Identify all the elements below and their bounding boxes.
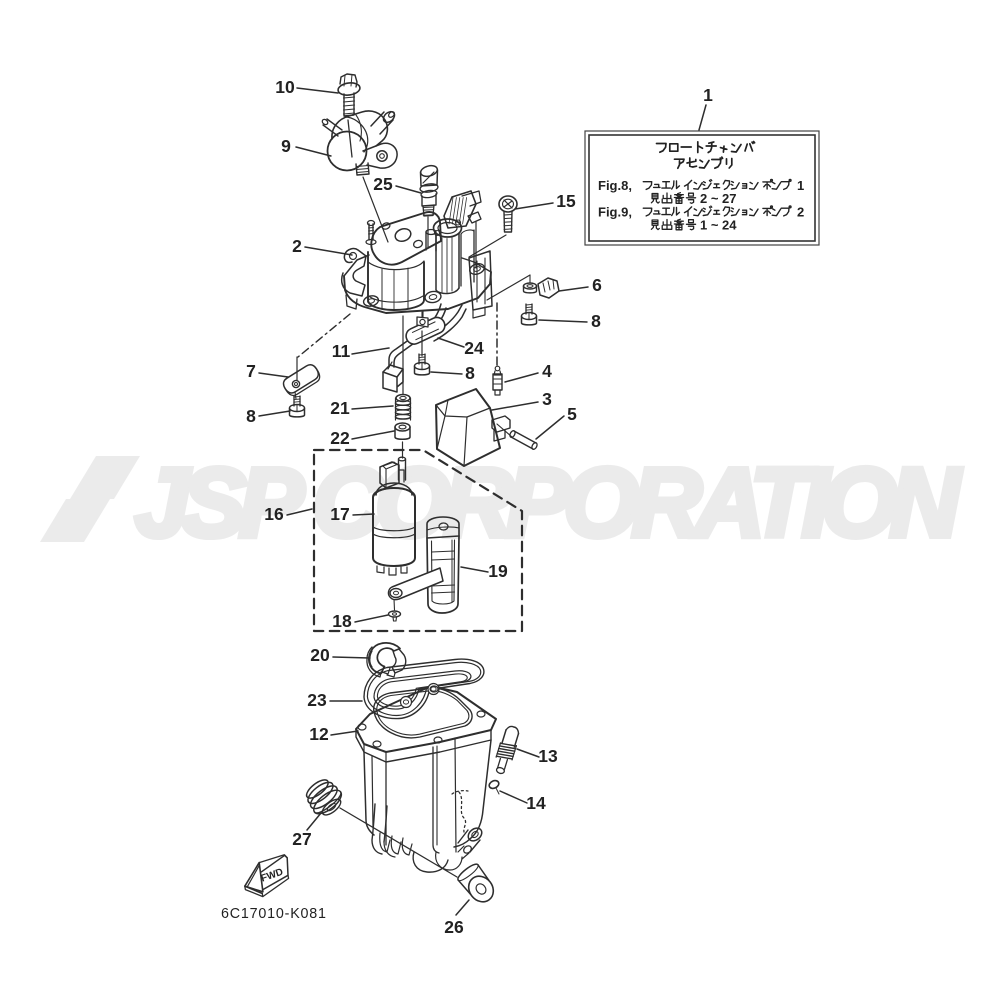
svg-text:8: 8 bbox=[591, 311, 601, 331]
svg-text:2: 2 bbox=[292, 236, 302, 256]
svg-text:26: 26 bbox=[444, 917, 464, 937]
svg-text:21: 21 bbox=[330, 398, 350, 418]
svg-text:Fig.8,: Fig.8, bbox=[598, 178, 632, 193]
svg-text:FWD: FWD bbox=[260, 867, 285, 885]
svg-text:2: 2 bbox=[797, 205, 804, 220]
svg-text:6: 6 bbox=[592, 275, 602, 295]
svg-text:8: 8 bbox=[465, 363, 475, 383]
svg-text:24: 24 bbox=[464, 338, 484, 358]
svg-text:18: 18 bbox=[332, 611, 352, 631]
svg-text:13: 13 bbox=[538, 746, 558, 766]
svg-text:8: 8 bbox=[246, 406, 256, 426]
svg-text:12: 12 bbox=[309, 724, 329, 744]
svg-text:1 ~ 24: 1 ~ 24 bbox=[700, 218, 737, 233]
svg-text:16: 16 bbox=[264, 504, 284, 524]
svg-text:1: 1 bbox=[703, 85, 713, 105]
svg-text:20: 20 bbox=[310, 645, 330, 665]
svg-text:11: 11 bbox=[332, 341, 351, 361]
svg-text:25: 25 bbox=[373, 174, 393, 194]
svg-text:17: 17 bbox=[330, 504, 349, 524]
svg-text:9: 9 bbox=[281, 136, 291, 156]
svg-text:19: 19 bbox=[488, 561, 508, 581]
svg-text:15: 15 bbox=[556, 191, 576, 211]
svg-text:6C17010-K081: 6C17010-K081 bbox=[221, 906, 327, 922]
svg-text:10: 10 bbox=[275, 77, 295, 97]
svg-text:3: 3 bbox=[542, 389, 552, 409]
svg-text:7: 7 bbox=[246, 361, 256, 381]
svg-text:Fig.9,: Fig.9, bbox=[598, 205, 632, 220]
svg-text:14: 14 bbox=[526, 793, 546, 813]
svg-text:5: 5 bbox=[567, 404, 577, 424]
svg-text:22: 22 bbox=[330, 428, 350, 448]
svg-text:23: 23 bbox=[307, 690, 327, 710]
svg-text:27: 27 bbox=[292, 829, 311, 849]
svg-text:4: 4 bbox=[542, 361, 552, 381]
svg-text:JSP CORPORATION: JSP CORPORATION bbox=[135, 448, 962, 557]
svg-text:1: 1 bbox=[797, 178, 804, 193]
svg-text:2 ~ 27: 2 ~ 27 bbox=[700, 191, 737, 206]
